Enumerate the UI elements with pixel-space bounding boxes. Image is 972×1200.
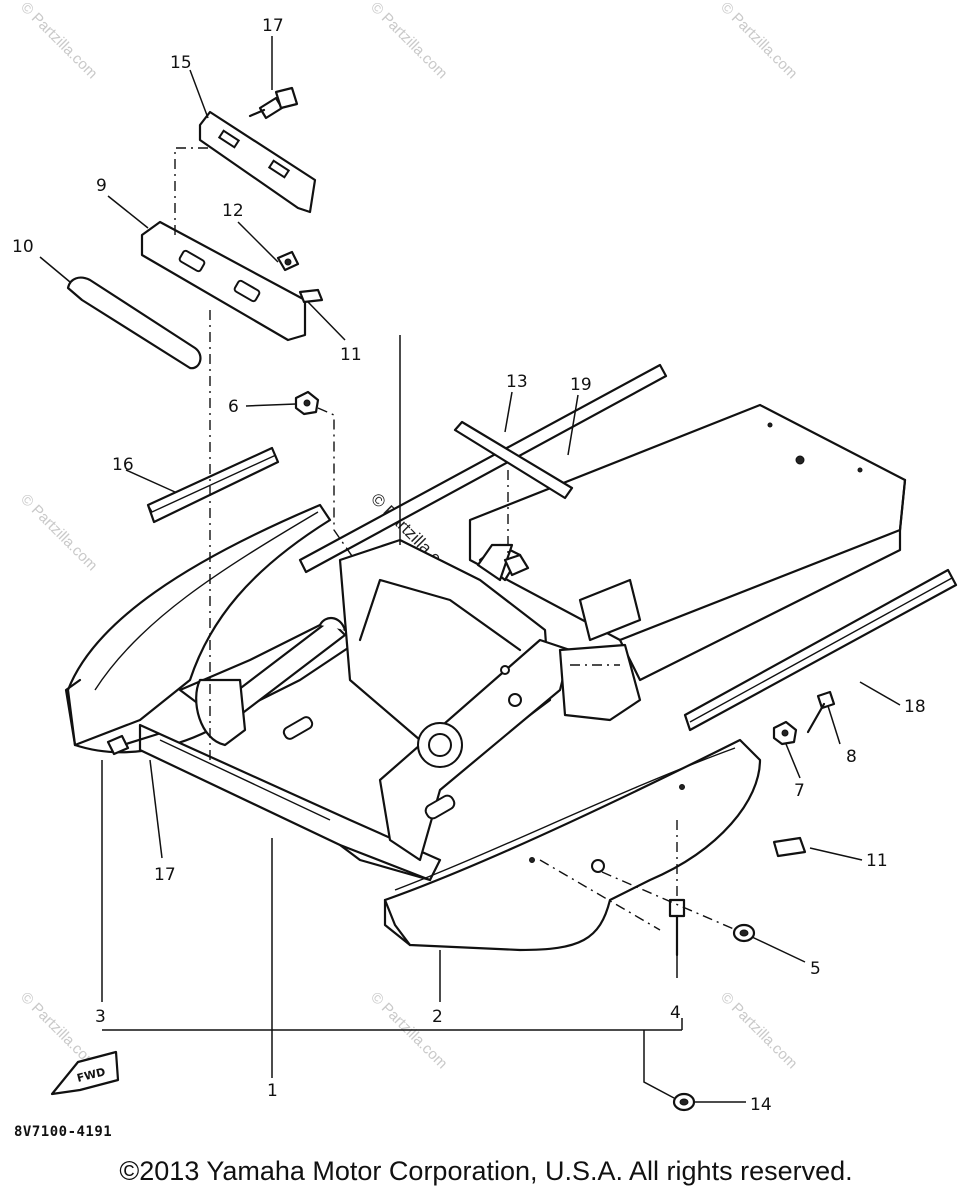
- callout-9: 9: [96, 176, 107, 196]
- callout-15: 15: [170, 53, 192, 73]
- callout-1: 1: [267, 1081, 278, 1101]
- part-16-bar: [146, 446, 280, 524]
- part-code: 8V7100-4191: [14, 1124, 113, 1140]
- callout-14: 14: [750, 1095, 772, 1115]
- callout-13: 13: [506, 372, 528, 392]
- part-13-bar: [453, 420, 574, 500]
- part-17-bolt-lower: [106, 732, 160, 756]
- part-7-nut: [772, 720, 798, 746]
- callout-16: 16: [112, 455, 134, 475]
- callout-12: 12: [222, 201, 244, 221]
- part-1-frame: [138, 538, 642, 882]
- part-8-bolt: [806, 690, 836, 734]
- callout-7: 7: [794, 781, 805, 801]
- part-12-nut: [276, 250, 300, 272]
- watermark: © Partzilla.com: [17, 0, 100, 82]
- callout-10: 10: [12, 237, 34, 257]
- copyright-notice: ©2013 Yamaha Motor Corporation, U.S.A. A…: [119, 1156, 853, 1186]
- watermark: © Partzilla.com: [367, 0, 450, 82]
- part-15-bracket: [198, 110, 317, 214]
- part-11-pad-top: [298, 288, 324, 304]
- part-17-bolt-top: [248, 86, 299, 120]
- callout-11-top: 11: [340, 345, 362, 365]
- part-10-handle: [66, 276, 202, 370]
- callout-labels: 17 15 9 12 10 11 6 13 19 16 18 8 7 17 11…: [12, 16, 926, 1115]
- part-14-grommet: [672, 1092, 696, 1112]
- callout-11-lower: 11: [866, 851, 888, 871]
- part-2-side-cover-right: [383, 738, 762, 952]
- callout-3: 3: [95, 1007, 106, 1027]
- part-18-strip: [683, 568, 958, 732]
- callout-8: 8: [846, 747, 857, 767]
- callout-6: 6: [228, 397, 239, 417]
- callout-5: 5: [810, 959, 821, 979]
- part-11-pad-lower: [772, 836, 807, 858]
- callout-18: 18: [904, 697, 926, 717]
- fwd-arrow-icon: FWD: [50, 1050, 120, 1096]
- part-9-plate: [140, 220, 307, 342]
- callout-4: 4: [670, 1003, 681, 1023]
- watermark: © Partzilla.com: [717, 989, 800, 1072]
- callout-2: 2: [432, 1007, 443, 1027]
- leader-lines: [39, 36, 901, 1103]
- callout-17-top: 17: [262, 16, 284, 36]
- callout-17-lower: 17: [154, 865, 176, 885]
- part-13-bracket: [476, 543, 530, 582]
- watermark: © Partzilla.com: [17, 491, 100, 574]
- part-6-nut: [294, 390, 320, 416]
- part-4-pin: [668, 898, 686, 957]
- watermark: © Partzilla.com: [717, 0, 800, 82]
- exploded-parts-diagram: © Partzilla.com © Partzilla.com © Partzi…: [12, 0, 958, 1115]
- part-5-grommet: [732, 923, 756, 943]
- callout-19: 19: [570, 375, 592, 395]
